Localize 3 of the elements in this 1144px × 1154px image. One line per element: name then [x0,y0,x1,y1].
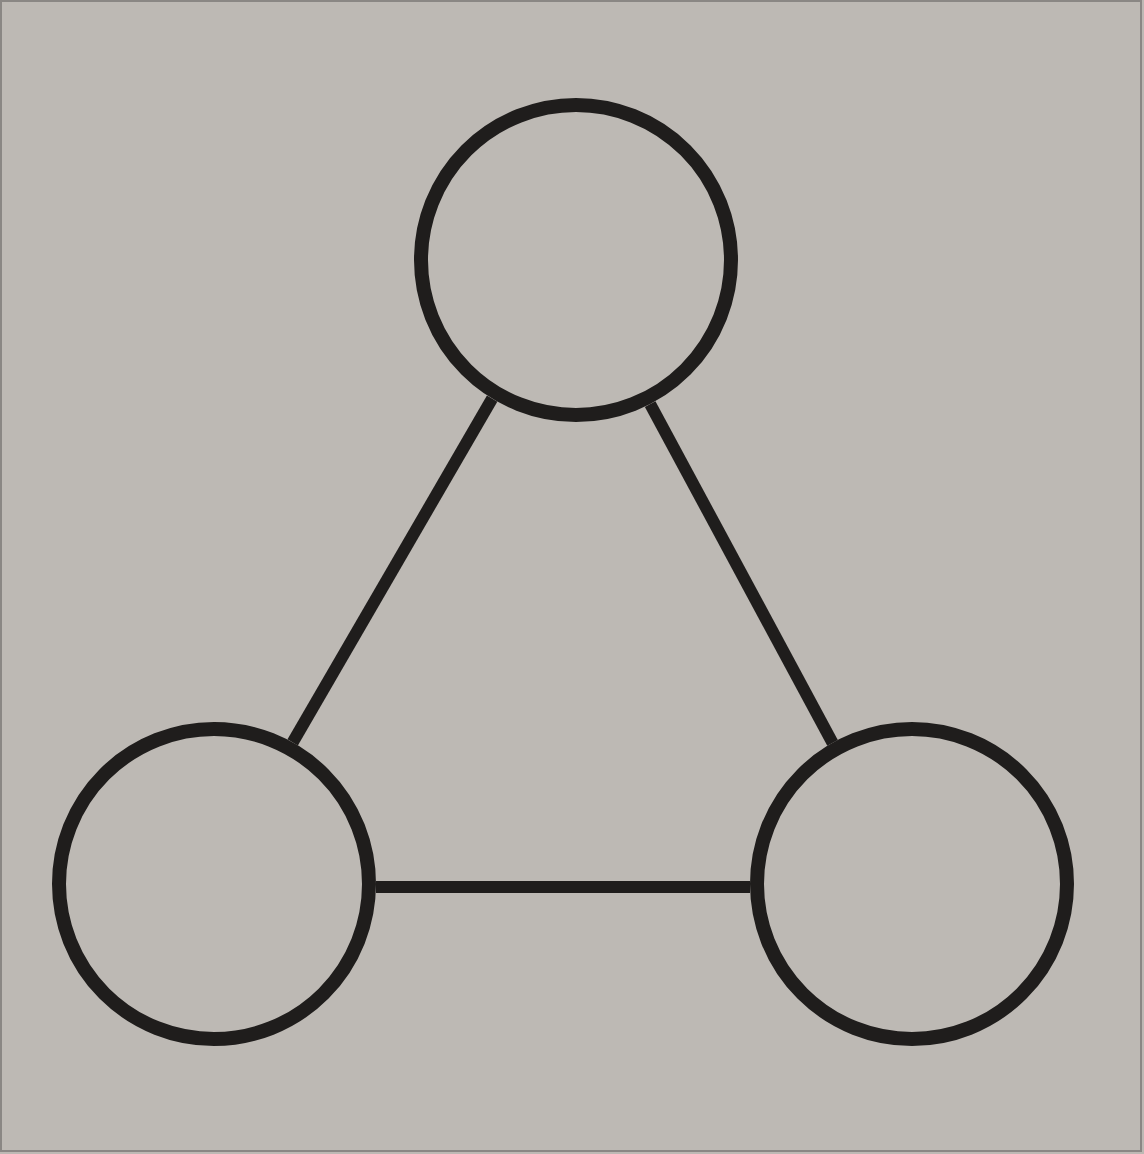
connector-line [644,401,838,746]
connector-line [287,395,498,746]
connector-line [376,881,750,893]
